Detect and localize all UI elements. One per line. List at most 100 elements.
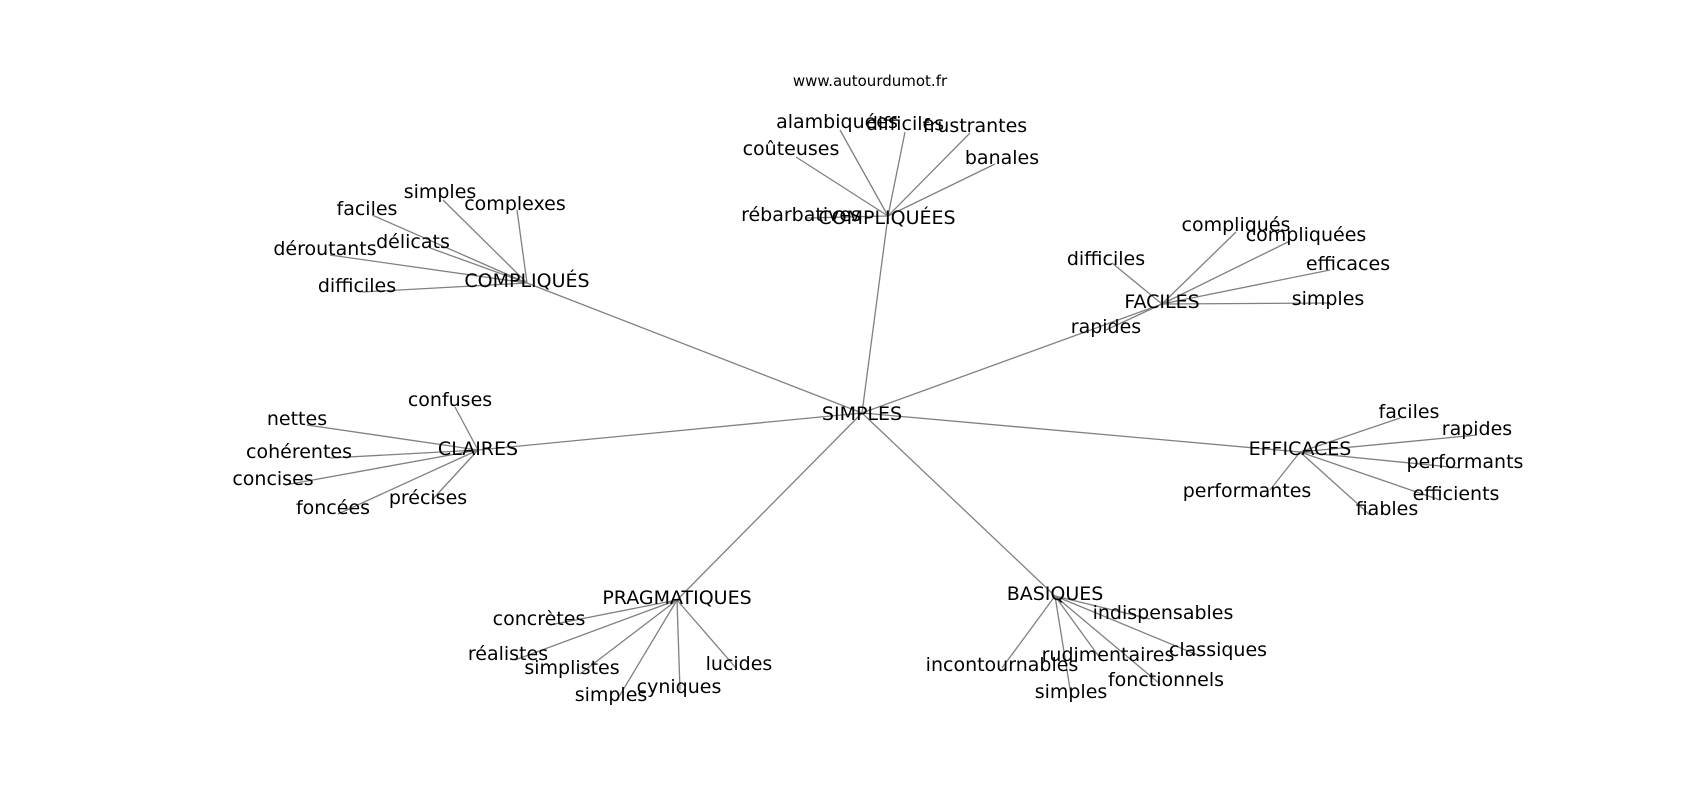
hub-word-label: CLAIRES — [438, 438, 518, 460]
leaf-word-label: banales — [965, 147, 1039, 169]
edge-hub-to-leaf — [431, 449, 479, 501]
edge-hub-to-leaf — [1054, 595, 1161, 685]
leaf-word-label: simples — [404, 181, 477, 203]
edge-hub-to-leaf — [1269, 451, 1301, 491]
leaf-word-label: simplistes — [524, 657, 619, 679]
hub-word-label: FACILES — [1124, 291, 1199, 313]
edge-hub-to-leaf — [839, 129, 889, 217]
leaf-word-label: déroutants — [273, 238, 376, 260]
leaf-word-label: performants — [1407, 451, 1524, 473]
edge-hub-to-leaf — [1105, 303, 1163, 331]
edge-hub-to-leaf — [284, 449, 479, 486]
edge-hub-to-leaf — [676, 599, 737, 669]
edge-hub-to-leaf — [887, 163, 996, 217]
edge-hub-to-leaf — [887, 131, 906, 217]
leaf-word-label: difficiles — [866, 113, 944, 135]
leaf-word-label: coûteuses — [743, 138, 840, 160]
leaf-word-label: rudimentaires — [1042, 644, 1175, 666]
edge-hub-to-leaf — [514, 599, 678, 661]
edge-hub-to-leaf — [616, 599, 678, 701]
edge-hub-to-leaf — [1299, 434, 1478, 453]
edge-hub-to-leaf — [549, 599, 678, 626]
leaf-word-label: rébarbatives — [741, 204, 861, 226]
leaf-word-label: délicats — [376, 231, 450, 253]
edge-hub-to-leaf — [1054, 595, 1072, 696]
edge-hub-to-leaf — [361, 282, 528, 293]
leaf-word-label: compliqués — [1182, 214, 1291, 236]
edge-hub-to-leaf — [442, 199, 528, 284]
edge-hub-to-leaf — [795, 156, 889, 217]
edge-center-to-hub — [861, 303, 1163, 414]
center-word-label: SIMPLES — [822, 403, 902, 425]
edge-hub-to-leaf — [1054, 595, 1101, 659]
edge-hub-to-leaf — [1054, 595, 1201, 657]
edge-center-to-hub — [676, 412, 863, 601]
leaf-word-label: difficiles — [318, 275, 396, 297]
leaf-word-label: réalistes — [468, 643, 548, 665]
leaf-word-label: nettes — [267, 408, 327, 430]
leaf-word-label: simples — [575, 684, 648, 706]
hub-word-label: BASIQUES — [1007, 583, 1104, 605]
leaf-word-label: complexes — [464, 193, 566, 215]
leaf-word-label: indispensables — [1093, 602, 1234, 624]
leaf-word-label: simples — [1035, 681, 1108, 703]
edge-center-to-hub — [477, 412, 863, 451]
edge-hub-to-leaf — [1299, 451, 1371, 516]
edge-hub-to-leaf — [329, 254, 528, 284]
edge-hub-to-leaf — [1161, 269, 1331, 305]
hub-word-label: COMPLIQUÉS — [464, 269, 589, 292]
leaf-word-label: cyniques — [637, 676, 722, 698]
leaf-word-label: précises — [389, 487, 467, 509]
leaf-word-label: concrètes — [493, 608, 586, 630]
site-watermark: www.autourdumot.fr — [792, 72, 948, 90]
leaf-word-label: performantes — [1183, 480, 1312, 502]
edge-hub-to-leaf — [337, 449, 479, 515]
edge-hub-to-leaf — [579, 599, 678, 675]
edge-hub-to-leaf — [1111, 262, 1163, 305]
edge-hub-to-leaf — [676, 599, 681, 691]
edge-hub-to-leaf — [516, 209, 528, 284]
leaf-word-label: cohérentes — [246, 441, 352, 463]
hub-word-label: EFFICACES — [1249, 438, 1352, 460]
leaf-word-label: lucides — [706, 653, 773, 675]
hub-word-label: COMPLIQUÉES — [818, 206, 955, 229]
labels: simplescomplexesfacilesdélicatsdéroutant… — [232, 111, 1523, 706]
leaf-word-label: rapides — [1071, 316, 1141, 338]
leaf-word-label: faciles — [1379, 401, 1440, 423]
leaf-word-label: faciles — [337, 198, 398, 220]
leaf-word-label: efficients — [1413, 483, 1500, 505]
edge-hub-to-leaf — [454, 406, 479, 451]
leaf-word-label: fonctionnels — [1108, 669, 1224, 691]
leaf-word-label: rapides — [1442, 418, 1512, 440]
edge-hub-to-leaf — [1161, 240, 1291, 305]
leaf-word-label: simples — [1292, 288, 1365, 310]
edge-hub-to-leaf — [371, 214, 528, 284]
leaf-word-label: concises — [232, 468, 313, 490]
edge-center-to-hub — [861, 215, 889, 414]
edge-hub-to-leaf — [1001, 595, 1056, 669]
edge-hub-to-leaf — [1054, 595, 1151, 620]
leaf-word-label: alambiquées — [776, 111, 898, 133]
edges — [284, 129, 1478, 701]
edge-center-to-hub — [861, 412, 1301, 453]
leaf-word-label: foncées — [296, 497, 370, 519]
leaf-word-label: fiables — [1356, 498, 1419, 520]
hub-word-label: PRAGMATIQUES — [602, 587, 751, 609]
edge-hub-to-leaf — [1299, 417, 1401, 453]
edge-center-to-hub — [526, 282, 863, 414]
edge-hub-to-leaf — [805, 215, 889, 219]
edge-hub-to-leaf — [1299, 451, 1441, 501]
leaf-word-label: compliquées — [1246, 224, 1367, 246]
leaf-word-label: confuses — [408, 389, 492, 411]
leaf-word-label: difficiles — [1067, 248, 1145, 270]
edge-hub-to-leaf — [429, 247, 528, 284]
edge-hub-to-leaf — [1161, 231, 1237, 305]
leaf-word-label: classiques — [1169, 639, 1267, 661]
edge-hub-to-leaf — [329, 449, 479, 459]
edge-center-to-hub — [861, 412, 1056, 597]
leaf-word-label: incontournables — [926, 654, 1079, 676]
edge-hub-to-leaf — [1299, 451, 1461, 469]
leaf-word-label: efficaces — [1306, 253, 1390, 275]
edge-hub-to-leaf — [887, 132, 971, 217]
